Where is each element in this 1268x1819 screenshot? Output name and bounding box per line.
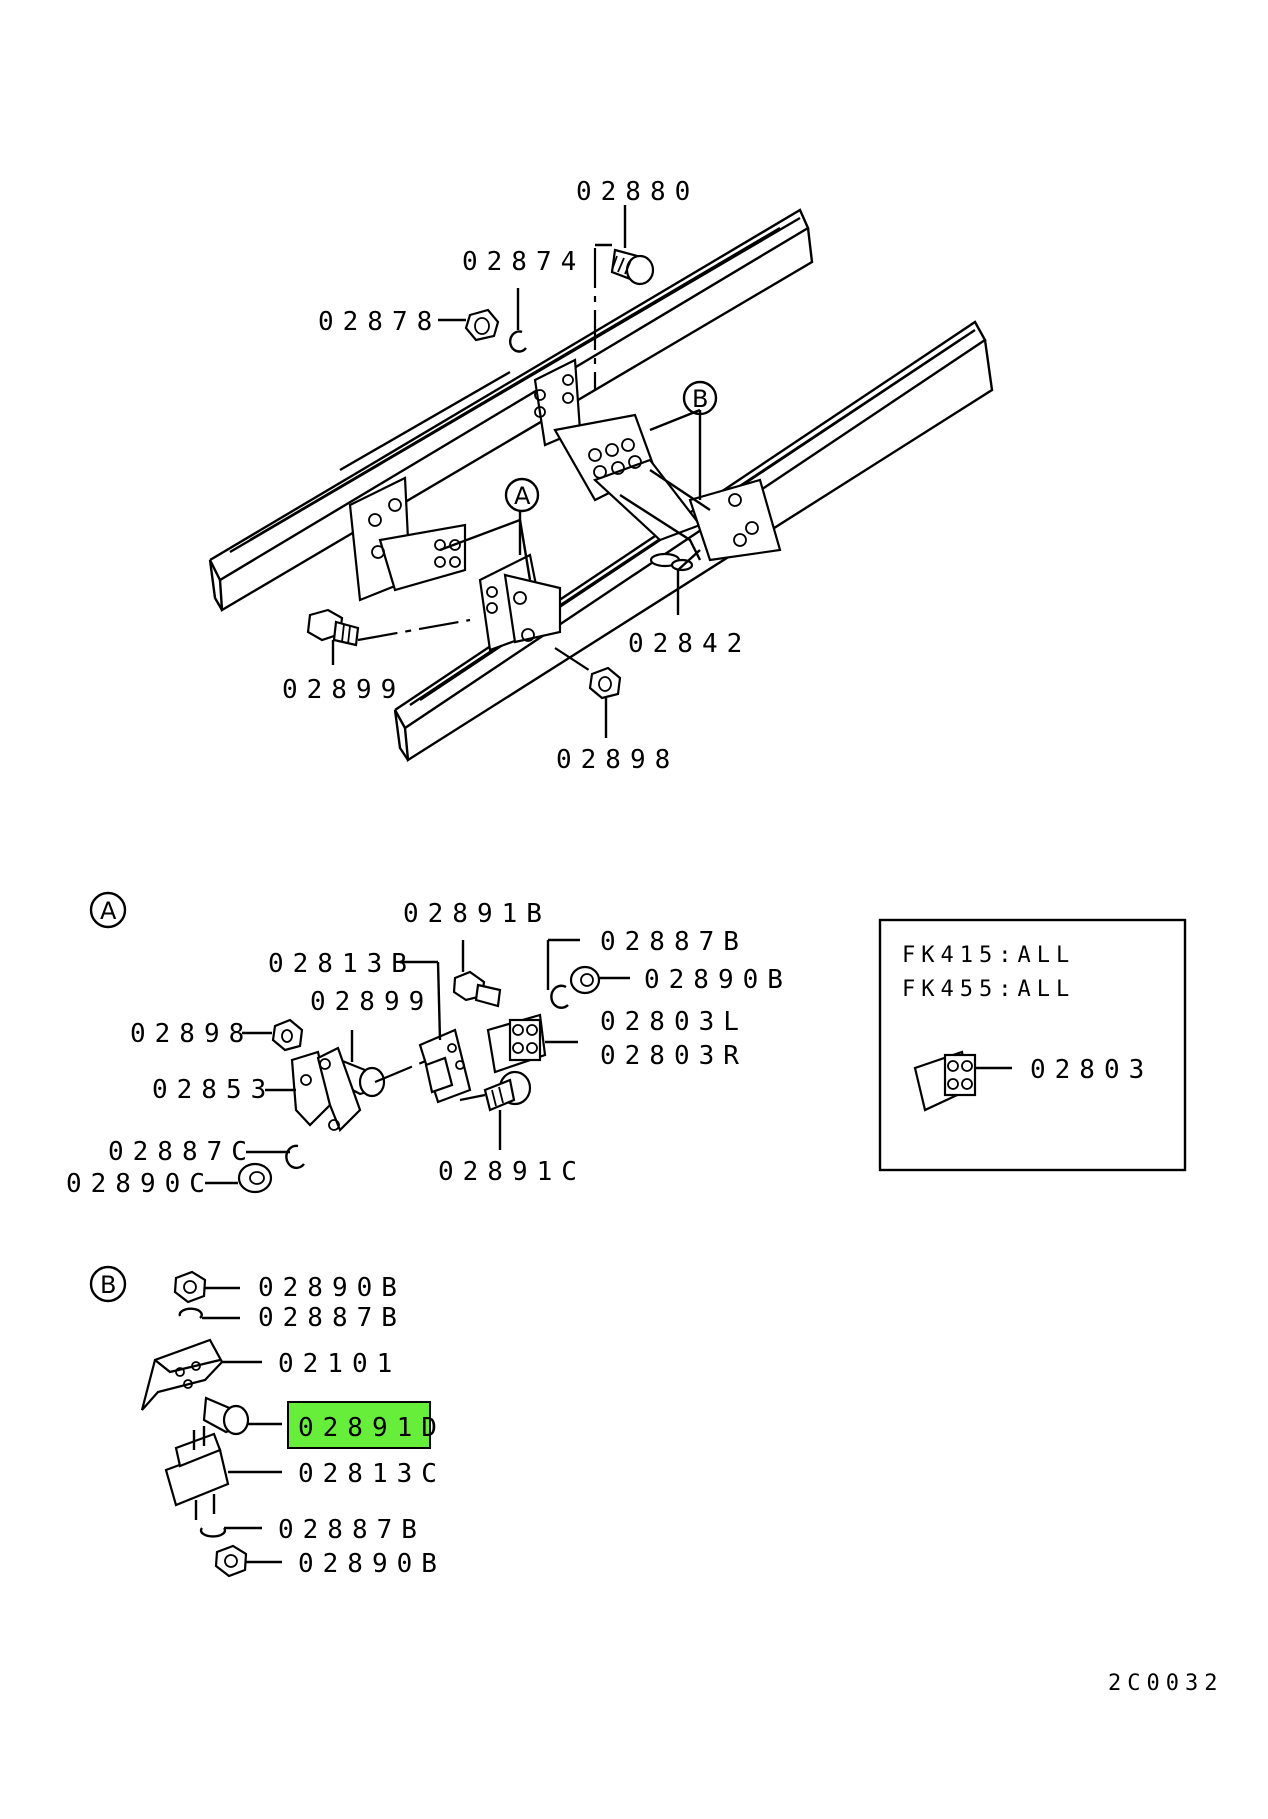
label-b-02887b-bottom: 02887B xyxy=(278,1515,426,1545)
callout-a: A xyxy=(504,477,540,513)
label-a-02890b: 02890B xyxy=(644,965,792,995)
svg-text:A: A xyxy=(100,897,117,925)
label-a-02891b: 02891B xyxy=(403,899,551,929)
label-a-02887b: 02887B xyxy=(600,927,748,957)
nut-02878-icon xyxy=(464,308,500,342)
applicability-line-2: FK455:ALL xyxy=(902,977,1075,1002)
bolt-02880-icon xyxy=(610,248,655,286)
label-a-02853: 02853 xyxy=(152,1075,275,1105)
frame-rail-left xyxy=(208,208,814,613)
label-02880: 02880 xyxy=(576,177,699,207)
label-a-02803l: 02803L xyxy=(600,1007,748,1037)
label-b-02890b-top: 02890B xyxy=(258,1273,406,1303)
washer-02874-icon xyxy=(509,330,527,353)
svg-text:A: A xyxy=(514,482,531,510)
highlight-02891d[interactable]: 02891D xyxy=(287,1401,446,1449)
label-02899: 02899 xyxy=(282,675,405,705)
label-b-02891d: 02891D xyxy=(298,1413,446,1443)
crossmember-a-bracket-left xyxy=(348,476,467,602)
label-b-02887b-top: 02887B xyxy=(258,1303,406,1333)
detail-a-marker: A xyxy=(89,891,127,929)
label-b-02890b-bottom: 02890B xyxy=(298,1549,446,1579)
label-a-02887c: 02887C xyxy=(108,1137,256,1167)
label-02878: 02878 xyxy=(318,307,441,337)
label-box-02803: 02803 xyxy=(1030,1055,1153,1085)
label-a-02898: 02898 xyxy=(130,1019,253,1049)
plate-02803-icon xyxy=(913,1050,977,1112)
label-a-02890c: 02890C xyxy=(66,1169,214,1199)
detail-b-parts xyxy=(140,1270,250,1578)
applicability-box: FK415:ALL FK455:ALL 02803 xyxy=(878,918,1187,1172)
detail-a-leaders xyxy=(205,938,630,1185)
label-02874: 02874 xyxy=(462,247,585,277)
crossmember-b-assembly xyxy=(533,358,782,572)
main-leader-lines xyxy=(331,205,702,738)
bolt-02899-icon xyxy=(306,608,360,647)
crossmember-a-bracket-right xyxy=(478,553,562,652)
label-b-02101: 02101 xyxy=(278,1349,401,1379)
label-a-02899: 02899 xyxy=(310,987,433,1017)
label-b-02813c: 02813C xyxy=(298,1459,446,1489)
nut-02898-icon xyxy=(588,666,622,700)
figure-code: 2C0032 xyxy=(1108,1671,1223,1696)
label-02898: 02898 xyxy=(556,745,679,775)
detail-b-marker: B xyxy=(89,1265,127,1303)
label-a-02803r: 02803R xyxy=(600,1041,748,1071)
applicability-line-1: FK415:ALL xyxy=(902,943,1075,968)
label-a-02813b: 02813B xyxy=(268,949,416,979)
label-a-02891c: 02891C xyxy=(438,1157,586,1187)
svg-text:B: B xyxy=(692,385,708,413)
label-02842: 02842 xyxy=(628,629,751,659)
detail-b-leaders xyxy=(202,1286,282,1564)
svg-text:B: B xyxy=(100,1271,116,1299)
detail-a-parts xyxy=(237,965,601,1194)
callout-b: B xyxy=(682,380,718,416)
